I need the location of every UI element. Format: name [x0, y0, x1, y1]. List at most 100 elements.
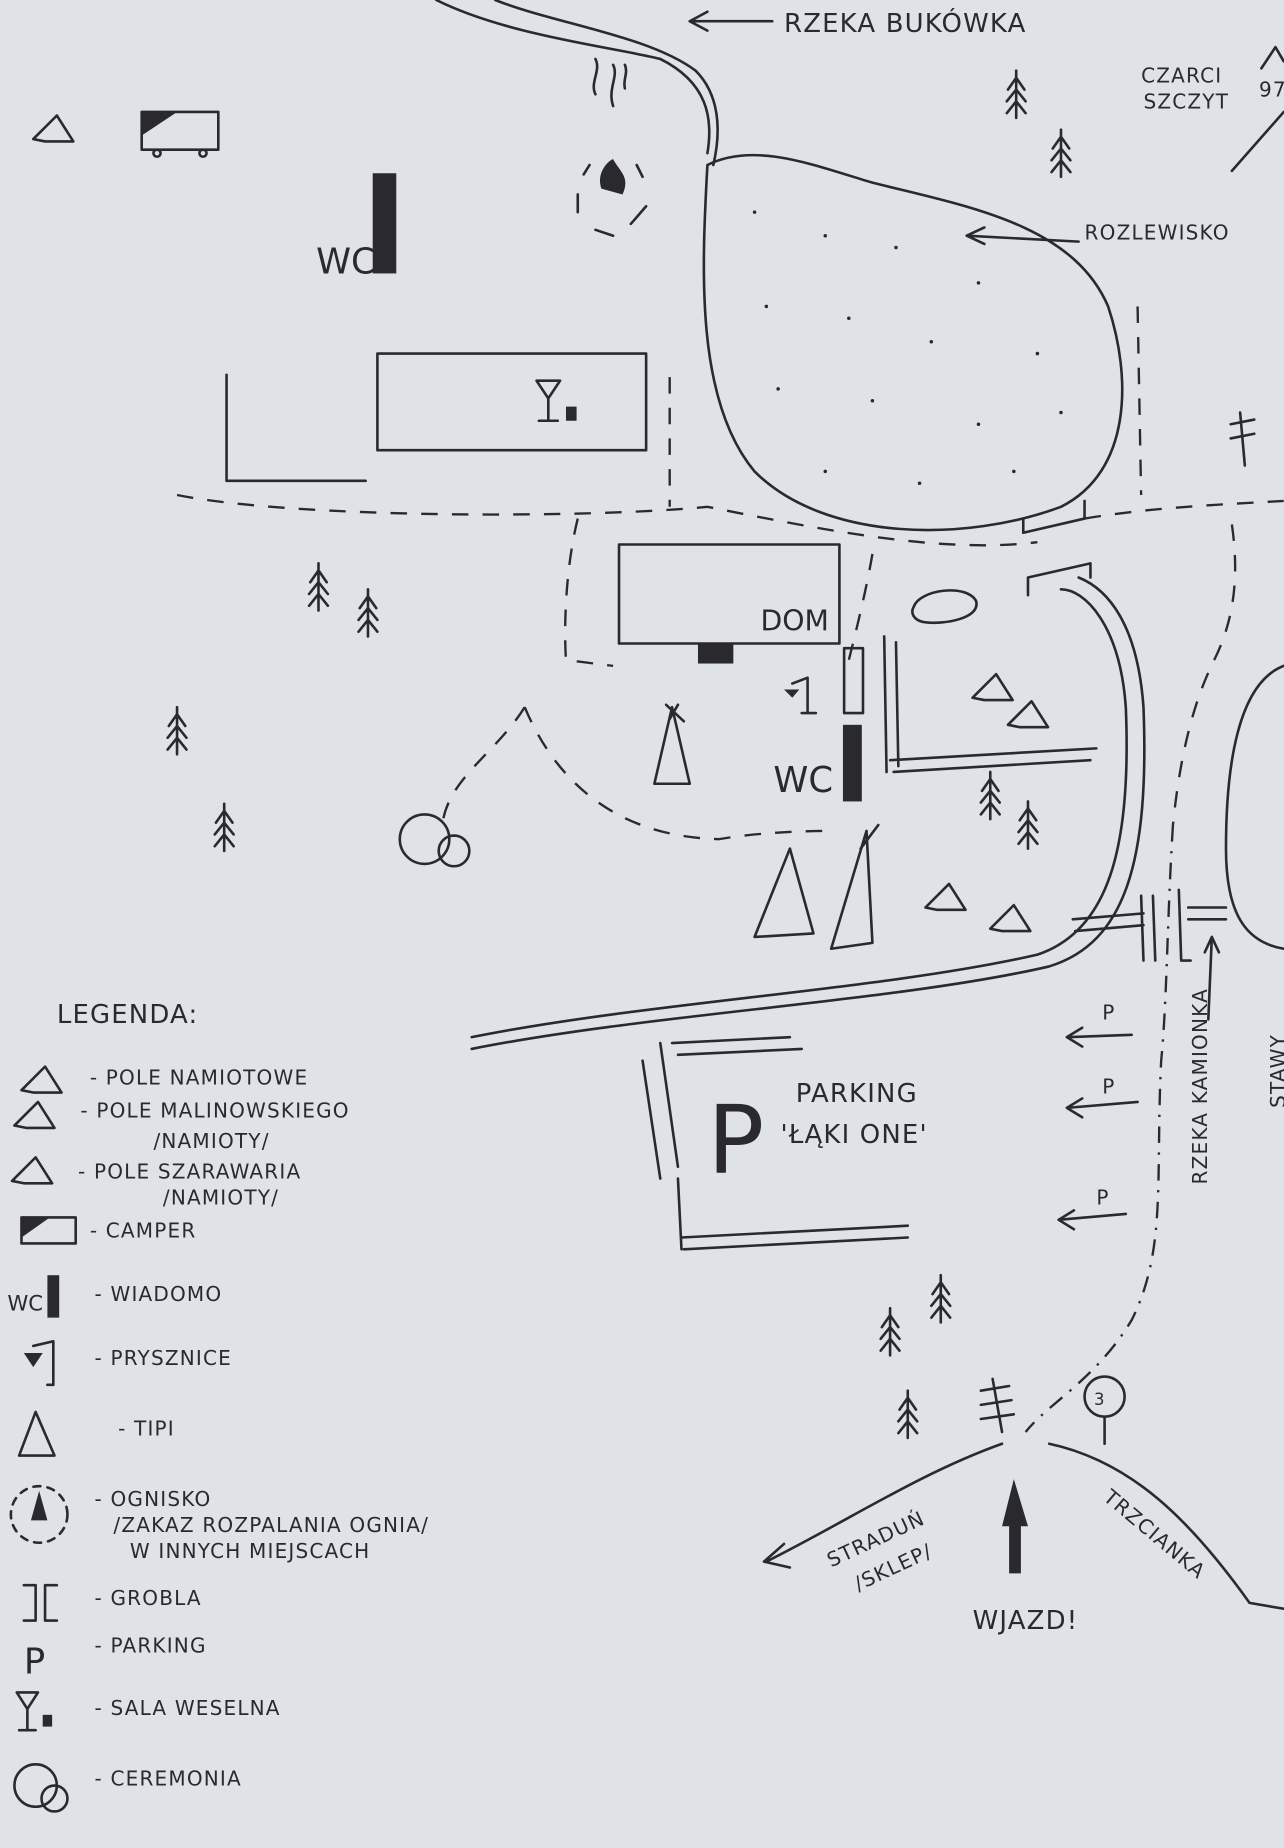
tree-icon — [1017, 800, 1039, 850]
camper-icon — [140, 110, 220, 159]
label-entrance: WJAZD! — [973, 1606, 1079, 1636]
wc-building — [372, 173, 397, 274]
label-parking: PARKING — [796, 1079, 918, 1109]
peak-icon — [1260, 45, 1284, 70]
legend-label: - TIPI — [118, 1417, 175, 1441]
wc-building — [842, 724, 862, 802]
label-parking: 'ŁĄKI ONE' — [780, 1120, 927, 1150]
svg-text:P: P — [1102, 1000, 1115, 1024]
fence — [882, 635, 1098, 774]
tipi-icon — [17, 1410, 56, 1457]
path — [1136, 306, 1237, 826]
svg-text:P: P — [1102, 1075, 1115, 1099]
tree-icon — [930, 1273, 952, 1324]
label-peak: CZARCI — [1141, 63, 1222, 87]
tree-icon — [897, 1389, 919, 1440]
tent-icon — [31, 114, 75, 143]
parking-arrow: P — [1057, 1185, 1128, 1231]
wedding-hall-icon — [535, 379, 577, 423]
legend-label: /NAMIOTY/ — [153, 1129, 269, 1153]
legend-label: - CEREMONIA — [95, 1767, 242, 1791]
river-kamionka — [1024, 824, 1175, 1433]
tent-malinowski-icon — [924, 882, 967, 912]
legend-title: LEGENDA: — [57, 1000, 199, 1030]
legend-label: - OGNISKO — [95, 1487, 212, 1511]
fence — [225, 373, 367, 483]
tipi-icon — [829, 823, 880, 951]
legend-label: /NAMIOTY/ — [163, 1185, 279, 1209]
shower-building — [842, 646, 865, 715]
tent-szarawaria-icon — [10, 1156, 54, 1185]
tent-szarawaria-icon — [988, 903, 1032, 933]
floodplain-dots — [752, 210, 1063, 485]
label-river-bukowka: RZEKA BUKÓWKA — [784, 7, 1026, 39]
tree-icon — [1005, 69, 1027, 120]
tent-malinowski-icon — [13, 1100, 56, 1130]
ceremony-icon — [398, 813, 471, 868]
svg-text:3: 3 — [1094, 1390, 1105, 1409]
parking-arrow: P — [1065, 1000, 1133, 1048]
legend-label: - CAMPER — [90, 1219, 197, 1243]
arrow-icon — [965, 226, 1080, 246]
legend-label: - POLE MALINOWSKIEGO — [80, 1098, 349, 1122]
campfire-icon — [9, 1484, 69, 1545]
label-house: DOM — [760, 605, 828, 638]
label-wc-top: WC — [316, 241, 376, 282]
label-floodplain: ROZLEWISKO — [1085, 220, 1230, 244]
pole-icon — [1229, 411, 1256, 467]
tree-icon — [166, 705, 188, 756]
tent-icon — [20, 1065, 63, 1094]
wedding-hall — [376, 352, 648, 452]
tipi-icon — [753, 847, 815, 939]
label-wc-center: WC — [773, 760, 833, 801]
pond-small — [911, 589, 978, 625]
dike — [1021, 499, 1092, 597]
tipi-icon — [653, 703, 692, 786]
ceremony-icon — [13, 1763, 69, 1813]
tent-malinowski-icon — [971, 672, 1014, 702]
tent-szarawaria-icon — [1006, 699, 1050, 729]
parking-area — [641, 1035, 910, 1251]
tree-icon — [213, 802, 235, 853]
entrance-arrow-icon — [1002, 1479, 1028, 1574]
road-straduń — [762, 1442, 1004, 1569]
campfire-icon — [576, 57, 648, 238]
legend-label: - PRYSZNICE — [95, 1346, 232, 1370]
label-peak: SZCZYT — [1143, 89, 1229, 113]
wedding-hall-icon — [15, 1691, 53, 1732]
tree-icon — [879, 1306, 901, 1357]
camper-icon — [20, 1216, 77, 1245]
tree-icon — [357, 587, 379, 638]
path — [176, 377, 1284, 668]
floodplain-outline — [702, 153, 1124, 532]
pole-icon — [979, 1377, 1016, 1434]
tree-icon — [979, 770, 1001, 821]
wc-icon: WC — [7, 1292, 43, 1317]
dike — [1071, 888, 1228, 962]
path — [441, 553, 874, 841]
shower-icon — [23, 1339, 55, 1387]
legend-label: - POLE SZARAWARIA — [78, 1160, 301, 1184]
label-peak-height: 97 — [1259, 78, 1284, 102]
legend-label: - GROBLA — [95, 1586, 202, 1610]
dike-icon — [22, 1583, 59, 1622]
wc-icon — [47, 1275, 60, 1318]
parking-icon: P — [24, 1642, 45, 1683]
river-bukowka — [435, 0, 719, 167]
parking-symbol: P — [707, 1086, 764, 1196]
pond — [1224, 664, 1284, 951]
legend: LEGENDA: - POLE NAMIOTOWE - POLE MALINOW… — [7, 1000, 429, 1813]
label-river-kamionka: RZEKA KAMIONKA — [1188, 988, 1212, 1184]
road-trzcianka — [1047, 1442, 1284, 1611]
label-ponds: STAWY — [1266, 1034, 1284, 1108]
shower-icon — [784, 676, 818, 715]
legend-label: - SALA WESELNA — [95, 1696, 281, 1720]
tree-icon — [1050, 128, 1072, 179]
road — [470, 576, 1146, 1051]
tree-icon — [307, 562, 330, 612]
legend-label: /ZAKAZ ROZPALANIA OGNIA/ — [113, 1513, 429, 1537]
legend-label: - POLE NAMIOTOWE — [90, 1065, 308, 1089]
legend-label: - WIADOMO — [95, 1282, 223, 1306]
legend-label: - PARKING — [95, 1633, 207, 1657]
